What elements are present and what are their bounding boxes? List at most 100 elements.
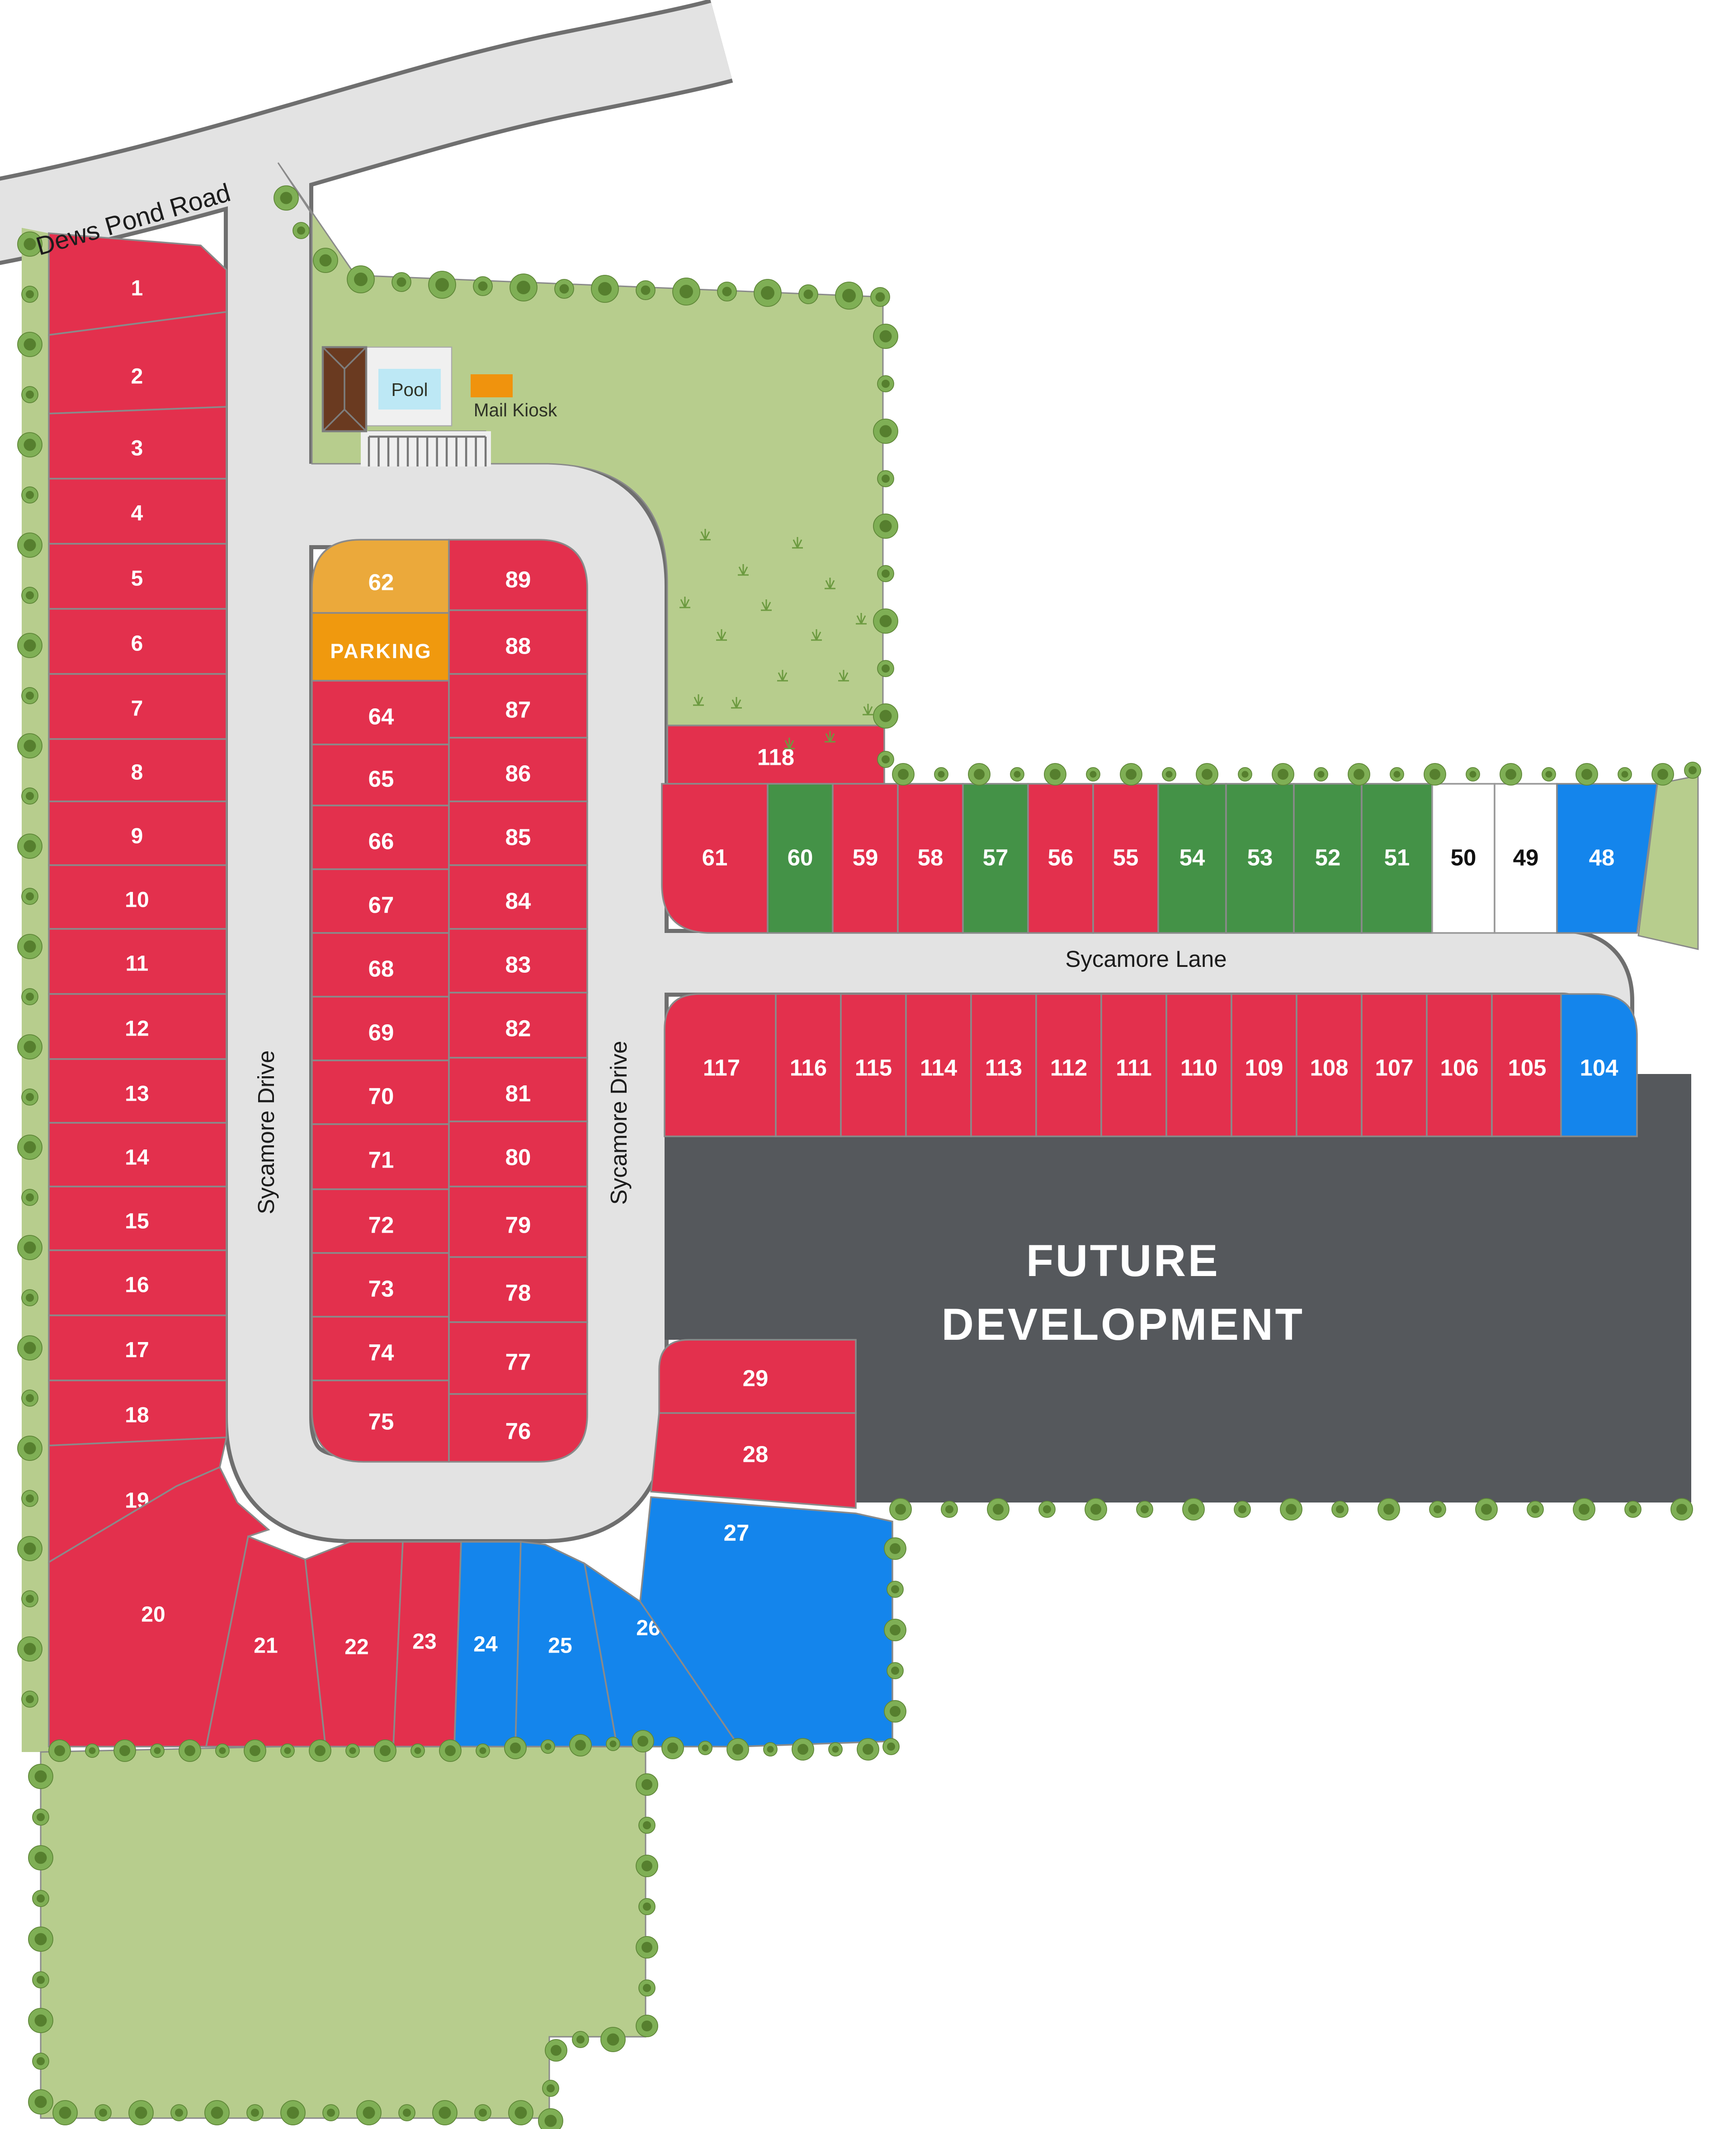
- lot-109[interactable]: [1231, 993, 1297, 1137]
- lot-52[interactable]: [1293, 783, 1363, 934]
- tree-icon: [17, 231, 42, 257]
- lot-62[interactable]: [311, 539, 450, 614]
- lot-67[interactable]: [311, 868, 450, 934]
- lot-115[interactable]: [840, 993, 907, 1137]
- lot-1[interactable]: [48, 232, 227, 336]
- lot-88[interactable]: [448, 609, 588, 675]
- lot-48[interactable]: [1556, 783, 1659, 934]
- lot-75[interactable]: [311, 1380, 450, 1463]
- lot-label-106: 106: [1440, 1055, 1478, 1080]
- lot-106[interactable]: [1426, 993, 1493, 1137]
- lot-116[interactable]: [775, 993, 842, 1137]
- lot-17[interactable]: [48, 1314, 227, 1381]
- lot-10[interactable]: [48, 864, 227, 930]
- lot-66[interactable]: [311, 805, 450, 870]
- lot-5[interactable]: [48, 543, 227, 610]
- lot-72[interactable]: [311, 1188, 450, 1254]
- lot-label-62: 62: [368, 569, 394, 595]
- lot-86[interactable]: [448, 737, 588, 802]
- tree-icon: [179, 1739, 201, 1762]
- tree-icon: [322, 2104, 340, 2121]
- lot-78[interactable]: [448, 1256, 588, 1323]
- lot-label-66: 66: [368, 828, 394, 854]
- lot-55[interactable]: [1092, 783, 1159, 934]
- lot-58[interactable]: [897, 783, 964, 934]
- lot-parking[interactable]: [311, 612, 450, 682]
- lot-12[interactable]: [48, 993, 227, 1060]
- lot-117[interactable]: [664, 993, 777, 1137]
- lot-65[interactable]: [311, 744, 450, 806]
- lot-113[interactable]: [970, 993, 1037, 1137]
- tree-icon: [17, 934, 42, 959]
- lot-54[interactable]: [1157, 783, 1227, 934]
- lot-6[interactable]: [48, 608, 227, 675]
- lot-84[interactable]: [448, 864, 588, 930]
- lot-11[interactable]: [48, 928, 227, 995]
- future-development-label-line2: DEVELOPMENT: [941, 1299, 1304, 1349]
- lot-29[interactable]: [658, 1339, 857, 1414]
- pool[interactable]: [378, 369, 441, 410]
- tree-icon: [606, 1737, 620, 1751]
- lot-68[interactable]: [311, 932, 450, 998]
- tree-icon: [636, 280, 656, 300]
- lot-59[interactable]: [832, 783, 899, 934]
- lot-71[interactable]: [311, 1123, 450, 1190]
- tree-icon: [21, 1590, 38, 1607]
- lot-114[interactable]: [905, 993, 972, 1137]
- lot-9[interactable]: [48, 801, 227, 866]
- lot-13[interactable]: [48, 1058, 227, 1124]
- tree-icon: [554, 279, 574, 299]
- lot-82[interactable]: [448, 992, 588, 1059]
- lot-53[interactable]: [1225, 783, 1295, 934]
- lot-111[interactable]: [1100, 993, 1167, 1137]
- future-development-area[interactable]: [665, 1074, 1691, 1503]
- lot-81[interactable]: [448, 1057, 588, 1122]
- lot-label-29: 29: [743, 1365, 769, 1391]
- lot-110[interactable]: [1165, 993, 1232, 1137]
- lot-label-6: 6: [131, 631, 143, 655]
- lot-118[interactable]: [666, 725, 885, 785]
- lot-label-11: 11: [126, 951, 149, 975]
- lot-51[interactable]: [1361, 783, 1433, 934]
- tree-icon: [21, 1189, 38, 1206]
- lot-14[interactable]: [48, 1122, 227, 1187]
- lot-15[interactable]: [48, 1186, 227, 1251]
- tree-icon: [128, 2100, 154, 2125]
- lot-85[interactable]: [448, 801, 588, 866]
- lot-49[interactable]: [1494, 783, 1558, 934]
- lot-57[interactable]: [962, 783, 1029, 934]
- tree-icon: [1466, 767, 1480, 782]
- lot-60[interactable]: [767, 783, 834, 934]
- lot-80[interactable]: [448, 1121, 588, 1187]
- lot-20[interactable]: [48, 1466, 270, 1747]
- tree-icon: [313, 248, 338, 273]
- lot-79[interactable]: [448, 1186, 588, 1258]
- lot-7[interactable]: [48, 673, 227, 740]
- tree-icon: [1377, 1498, 1400, 1521]
- lot-73[interactable]: [311, 1252, 450, 1318]
- lot-76[interactable]: [448, 1393, 588, 1463]
- lot-74[interactable]: [311, 1316, 450, 1381]
- tree-icon: [1475, 1498, 1498, 1521]
- clubhouse: [321, 346, 368, 433]
- tree-icon: [889, 1498, 912, 1521]
- lot-89[interactable]: [448, 539, 588, 611]
- lot-83[interactable]: [448, 928, 588, 994]
- lot-104[interactable]: [1560, 993, 1638, 1137]
- tree-icon: [21, 988, 38, 1005]
- lot-112[interactable]: [1035, 993, 1102, 1137]
- lot-61[interactable]: [661, 783, 769, 934]
- shrub-icon: [856, 613, 867, 625]
- mail-kiosk[interactable]: [471, 374, 513, 397]
- lot-77[interactable]: [448, 1321, 588, 1395]
- tree-icon: [1272, 763, 1294, 786]
- lot-label-51: 51: [1384, 844, 1410, 870]
- tree-icon: [887, 1581, 904, 1598]
- lot-105[interactable]: [1491, 993, 1562, 1137]
- tree-icon: [1238, 767, 1252, 782]
- lot-16[interactable]: [48, 1249, 227, 1316]
- lot-64[interactable]: [311, 680, 450, 745]
- lot-108[interactable]: [1296, 993, 1363, 1137]
- lot-50[interactable]: [1431, 783, 1495, 934]
- lot-label-113: 113: [985, 1055, 1022, 1080]
